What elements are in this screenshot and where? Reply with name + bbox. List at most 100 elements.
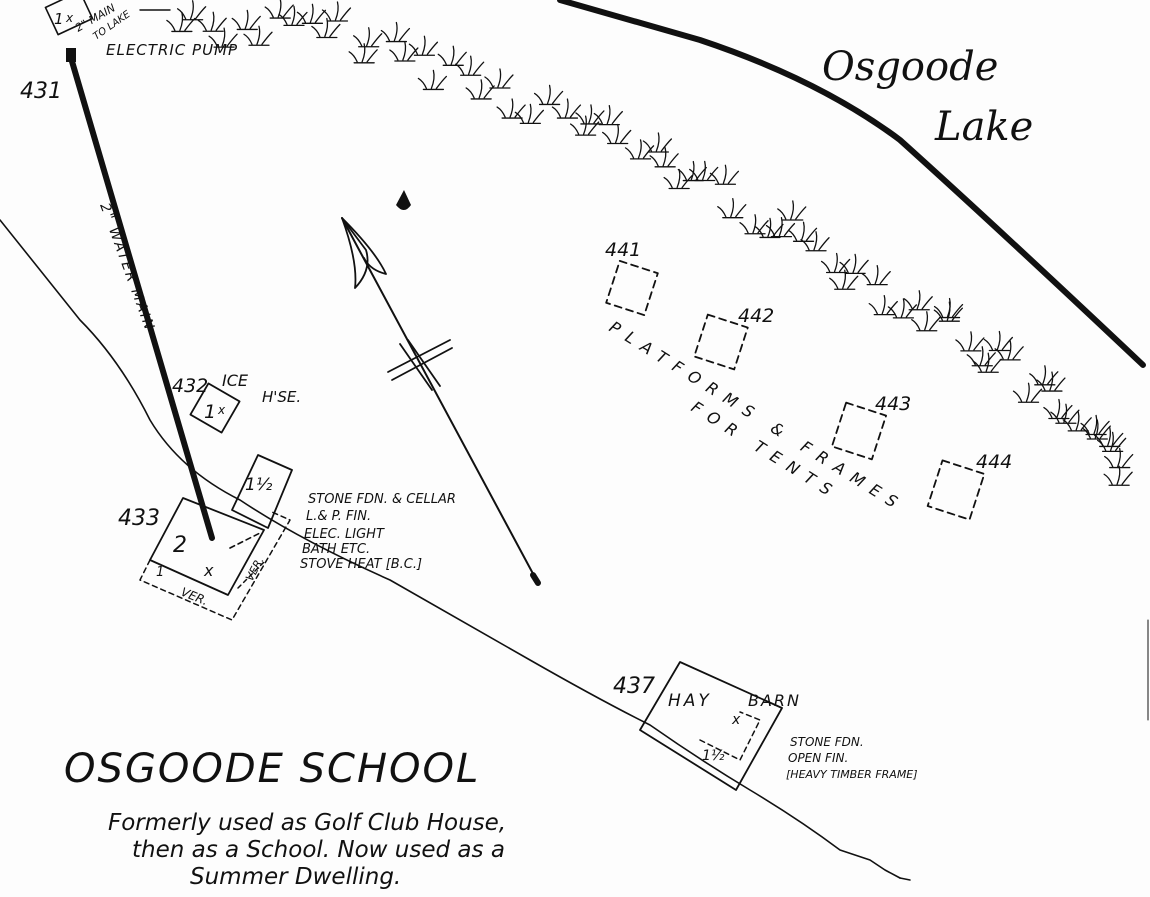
school-story-main: 2 (173, 533, 187, 558)
grass-tuft (972, 352, 1002, 373)
grass-tuft (321, 1, 352, 22)
school-veranda-outline (139, 511, 291, 621)
grass-tuft (417, 69, 448, 91)
school-number: 433 (118, 506, 160, 531)
north-arrow-head-right (341, 217, 387, 275)
grass-tuft (264, 0, 294, 19)
grass-tuft (551, 98, 582, 119)
grass-tuft (903, 290, 933, 311)
grass-tuft (1104, 447, 1134, 469)
grass-tuft (1094, 426, 1124, 448)
grass-tuft (649, 147, 679, 168)
grass-tuft (311, 17, 341, 39)
grass-tuft (465, 79, 495, 100)
tent-platforms: 441 442 443 444 PLATFORMS & FRAMES FOR T… (605, 239, 1012, 521)
north-arrow (341, 217, 541, 586)
platform-442 (693, 313, 749, 371)
grass-tuft (166, 11, 196, 33)
platform-443-number: 443 (875, 393, 911, 415)
school-wing-outline (231, 454, 293, 529)
grass-tuft (380, 21, 411, 43)
barn-name-line2: BARN (748, 691, 801, 710)
platform-441-number: 441 (605, 239, 641, 261)
grass-tuft (1103, 465, 1133, 486)
grass-tuft (455, 55, 485, 76)
school-veranda-dash (237, 561, 265, 589)
caption-line2: then as a School. Now used as a (132, 837, 505, 863)
school-note-1: STONE FDN. & CELLAR (308, 492, 456, 507)
grass-tuft (1012, 382, 1043, 403)
grass-tuft (533, 84, 564, 106)
water-main-pipe (68, 55, 215, 541)
barn-note-3: [HEAVY TIMBER FRAME] (786, 768, 918, 781)
school-inner-dash (229, 531, 263, 549)
barn-mark: x (731, 712, 741, 728)
marsh-grass (166, 0, 1134, 486)
grass-tuft (933, 301, 963, 322)
grass-tuft (1050, 403, 1080, 424)
grass-tuft (624, 139, 655, 160)
grass-tuft (208, 27, 238, 48)
grass-tuft (514, 103, 544, 125)
barn-wing-outline (699, 711, 761, 761)
grass-tuft (243, 25, 273, 46)
grass-tuft (1062, 411, 1092, 432)
ice-house-number: 432 (172, 375, 208, 397)
grass-tuft (1029, 365, 1059, 386)
grass-tuft (994, 340, 1024, 361)
barn-name-line1: HAY (668, 691, 712, 711)
grass-tuft (176, 0, 207, 21)
platform-444 (926, 459, 986, 521)
grass-tuft (569, 115, 600, 136)
property-line (0, 219, 901, 879)
grass-tuft (593, 104, 623, 126)
school-notes: STONE FDN. & CELLAR L.& P. FIN. ELEC. LI… (300, 492, 456, 572)
platform-441 (605, 259, 659, 317)
grass-tuft (861, 264, 891, 286)
grass-tuft (677, 160, 707, 182)
platform-444-number: 444 (976, 451, 1012, 473)
platform-442-number: 442 (738, 305, 774, 327)
school-building: 433 2 x 1½ VER. VER. 1 STONE FDN. & CELL… (118, 454, 456, 621)
lake-name-line2: Lake (934, 104, 1033, 150)
barn-notes: STONE FDN. OPEN FIN. [HEAVY TIMBER FRAME… (786, 735, 918, 781)
grass-tuft (1036, 371, 1066, 392)
lake-shoreline (557, 0, 1146, 368)
grass-tuft (911, 311, 941, 332)
barn-number: 437 (613, 674, 655, 699)
ice-house-name-line2: H'SE. (262, 388, 301, 406)
grass-tuft (353, 27, 383, 48)
grass-tuft (955, 331, 985, 352)
grass-tuft (642, 132, 673, 153)
grass-tuft (966, 346, 996, 367)
school-veranda-label: VER. (179, 585, 210, 608)
grass-tuft (278, 5, 308, 27)
grass-tuft (717, 198, 747, 219)
grass-tuft (1043, 398, 1073, 420)
water-main-label: 2" WATER MAIN (96, 201, 157, 334)
lake-name-line1: Osgoode (822, 44, 998, 90)
grass-tuft (296, 3, 327, 24)
pump-number: 431 (20, 79, 62, 104)
school-veranda-label-side: VER. (243, 555, 267, 584)
barn-outline (639, 661, 783, 791)
grass-tuft (575, 104, 605, 125)
grass-tuft (663, 168, 693, 190)
grass-tuft (602, 123, 632, 145)
pump-house: 1 x 431 ELECTRIC PUMP 2" MAIN TO LAKE (20, 0, 237, 104)
ink-blot (396, 190, 411, 210)
grass-tuft (1081, 419, 1111, 440)
pump-house-outline (44, 0, 94, 36)
grass-tuft (709, 164, 740, 185)
north-arrow-shaft (341, 217, 539, 584)
school-story-wing: 1½ (245, 475, 273, 495)
school-veranda-count: 1 (156, 565, 164, 580)
property-line-end (899, 877, 911, 881)
north-arrow-crossbar-2 (391, 347, 453, 381)
grass-tuft (820, 252, 851, 274)
grass-tuft (197, 11, 227, 32)
ice-house: 432 ICE H'SE. 1 x (172, 371, 301, 434)
grass-tuft (829, 269, 859, 290)
pump-marker (66, 48, 76, 62)
